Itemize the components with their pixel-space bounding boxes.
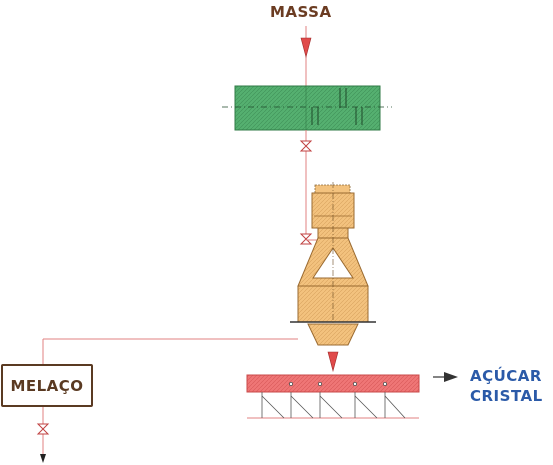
- massa-label: MASSA: [270, 3, 332, 21]
- molasses-pipe: [36, 338, 298, 463]
- conveyor: [246, 374, 420, 419]
- sugar-output-arrow: [433, 372, 458, 382]
- melaco-label: MELAÇO: [10, 376, 84, 395]
- acucar-label-line2: CRISTAL: [470, 387, 543, 405]
- massa-inlet-arrow: [300, 37, 312, 59]
- mixer-tank: [222, 85, 392, 131]
- valve-2-icon: [299, 233, 313, 245]
- molasses-outlet-arrow: [40, 454, 46, 463]
- sugar-discharge-arrow: [327, 351, 339, 373]
- mixer-outlet-pipe: [299, 130, 318, 245]
- melaco-box: MELAÇO: [1, 364, 93, 407]
- acucar-label-line1: AÇÚCAR: [470, 367, 542, 385]
- massa-feed-pipe: [300, 26, 312, 86]
- valve-3-icon: [36, 423, 50, 435]
- acucar-cristal-label: AÇÚCAR CRISTAL: [470, 366, 543, 406]
- centrifuge: [290, 182, 376, 346]
- valve-1-icon: [299, 140, 313, 152]
